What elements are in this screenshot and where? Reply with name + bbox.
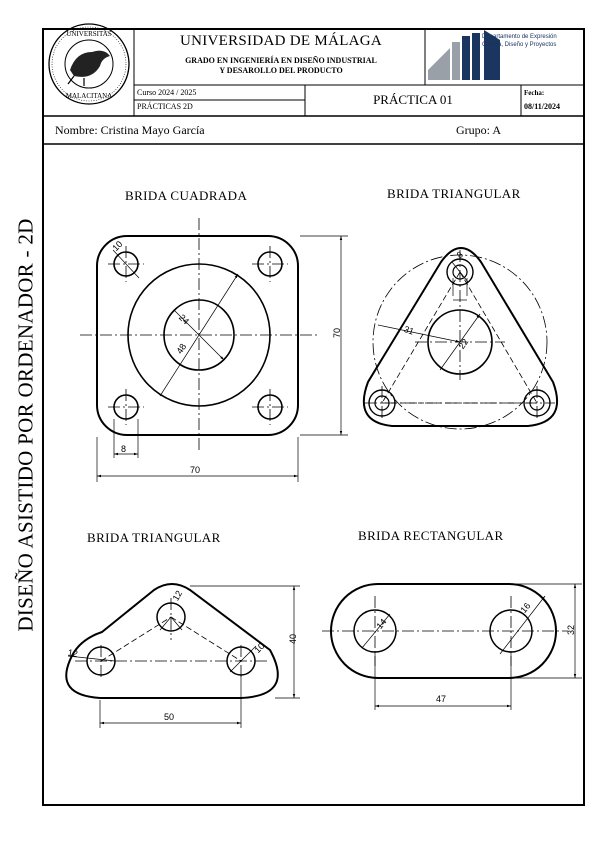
title-square-flange: BRIDA CUADRADA (125, 188, 248, 203)
svg-text:32: 32 (566, 625, 576, 635)
svg-text:8: 8 (455, 249, 465, 260)
svg-text:31: 31 (403, 324, 416, 337)
subject-label: PRÁCTICAS 2D (137, 102, 193, 111)
svg-text:22: 22 (456, 337, 470, 351)
university-title: UNIVERSIDAD DE MÁLAGA (179, 33, 383, 49)
group-label: Grupo: A (456, 123, 501, 137)
dims-triangular-flange-1: 8 31 22 (403, 249, 471, 350)
date-value: 08/11/2024 (524, 102, 561, 111)
svg-text:40: 40 (288, 634, 298, 644)
svg-text:47: 47 (436, 694, 446, 704)
drawing-triangular-flange-1 (363, 247, 558, 430)
title-rectangular-flange: BRIDA RECTANGULAR (358, 528, 504, 543)
svg-text:24: 24 (177, 312, 191, 326)
svg-text:14: 14 (374, 617, 388, 631)
title-block-lines (42, 28, 585, 145)
svg-text:70: 70 (332, 328, 342, 338)
svg-text:10: 10 (110, 239, 124, 253)
dims-triangular-flange-2: 12 12 10 40 50 (67, 589, 298, 722)
svg-text:10: 10 (252, 641, 266, 655)
title-triangular-flange-1: BRIDA TRIANGULAR (387, 186, 521, 201)
svg-text:50: 50 (164, 712, 174, 722)
drawing-square-flange (80, 218, 348, 482)
degree-title: GRADO EN INGENIERÍA EN DISEÑO INDUSTRIAL… (185, 56, 377, 75)
title-triangular-flange-2: BRIDA TRIANGULAR (87, 530, 221, 545)
department-logo-icon (428, 30, 500, 80)
course-label: Curso 2024 / 2025 (137, 88, 197, 97)
svg-text:12: 12 (67, 647, 79, 659)
university-seal-icon: UNIVERSITAS MALACITANA (48, 23, 130, 105)
student-name: Nombre: Cristina Mayo García (55, 123, 205, 137)
svg-text:UNIVERSITAS: UNIVERSITAS (66, 30, 111, 38)
practice-title: PRÁCTICA 01 (373, 92, 453, 107)
svg-text:12: 12 (171, 589, 185, 603)
drawing-rectangular-flange (322, 583, 582, 710)
svg-text:8: 8 (121, 444, 126, 454)
date-label: Fecha: (524, 89, 545, 97)
drawing-triangular-flange-2 (65, 583, 300, 728)
svg-text:48: 48 (174, 342, 188, 356)
svg-text:16: 16 (518, 601, 532, 615)
dims-rectangular-flange: 14 16 32 47 (374, 601, 576, 704)
svg-text:MALACITANA: MALACITANA (66, 92, 113, 100)
svg-text:70: 70 (190, 465, 200, 475)
department-name: Departamento de Expresión Gráfica, Diseñ… (482, 34, 557, 48)
sheet-frame (42, 28, 585, 806)
